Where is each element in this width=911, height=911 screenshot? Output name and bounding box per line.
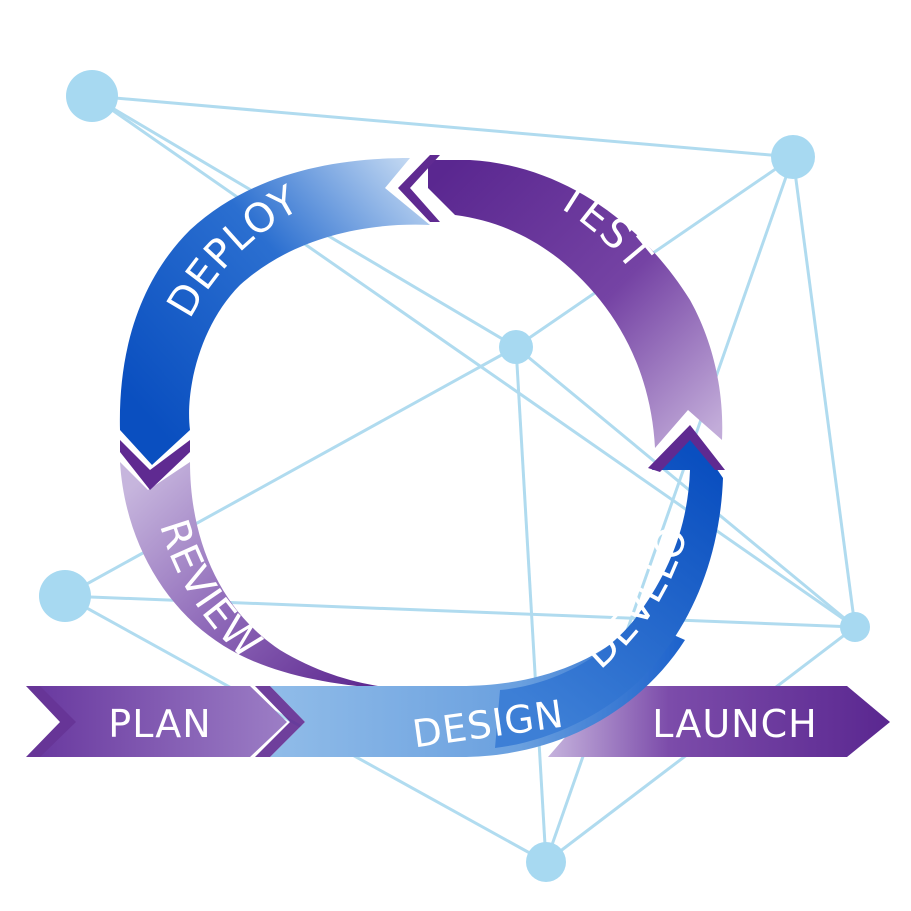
network-edge bbox=[515, 345, 856, 629]
network-node bbox=[526, 842, 566, 882]
deploy-arc bbox=[119, 158, 430, 465]
network-node bbox=[39, 570, 91, 622]
test-chevron-outline bbox=[398, 155, 440, 222]
network-nodes bbox=[39, 70, 870, 882]
develop-chevron-outline bbox=[648, 425, 725, 472]
plan-bar: PLAN bbox=[26, 686, 287, 757]
network-node bbox=[840, 612, 870, 642]
network-edge bbox=[91, 94, 856, 629]
plan-label: PLAN bbox=[108, 702, 211, 746]
network-edge bbox=[791, 156, 857, 628]
network-node bbox=[771, 135, 815, 179]
design-chevron-outline bbox=[255, 686, 305, 757]
network-node bbox=[66, 70, 118, 122]
launch-arrow bbox=[548, 686, 890, 757]
plan-arrow bbox=[40, 686, 287, 757]
develop-arc bbox=[495, 430, 723, 748]
network-edge bbox=[514, 346, 548, 863]
network-node bbox=[499, 330, 533, 364]
launch-label: LAUNCH bbox=[652, 702, 817, 746]
design-band bbox=[270, 620, 685, 757]
network-graph bbox=[64, 94, 857, 864]
network-edge bbox=[64, 345, 517, 598]
launch-bar: LAUNCH bbox=[548, 686, 890, 757]
test-arc bbox=[428, 160, 723, 448]
review-arc bbox=[120, 462, 430, 690]
network-edge bbox=[515, 155, 794, 349]
network-edge bbox=[91, 94, 794, 159]
review-chevron-outline bbox=[120, 440, 190, 490]
